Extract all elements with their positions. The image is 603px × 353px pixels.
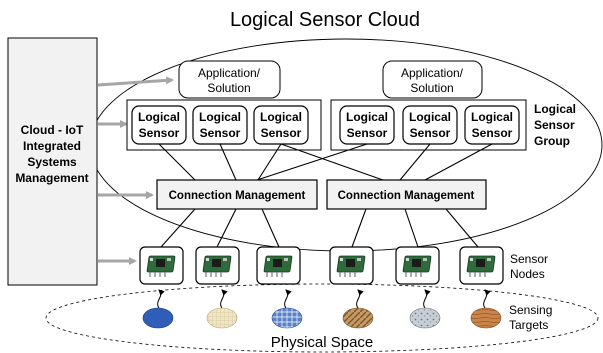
application-label-1a: Application/ [198, 66, 261, 80]
sensor-node-1 [139, 246, 184, 285]
connection-management-label-1: Connection Management [169, 190, 306, 202]
management-label-line-3: Systems [27, 155, 77, 169]
logical-sensor-4-line2: Sensor [347, 126, 388, 140]
logical-sensor-6-line2: Sensor [472, 126, 513, 140]
logical-sensor-1-line1: Logical [138, 110, 180, 124]
physical-space-boundary [45, 283, 599, 353]
sensor-to-cm-links [158, 143, 493, 181]
logical-sensor-4-line1: Logical [346, 110, 388, 124]
sensor-node-2 [195, 246, 240, 285]
logical-sensor-2-line1: Logical [199, 110, 241, 124]
application-solution-box-1 [178, 60, 281, 99]
logical-sensor-5-line1: Logical [409, 110, 451, 124]
logical-sensor-3-line2: Sensor [261, 126, 302, 140]
sensing-targets-label-line-1: Sensing [509, 303, 552, 317]
target-to-node-arrows [157, 289, 491, 309]
logical-sensor-1-line2: Sensor [139, 126, 180, 140]
cm-to-node-links [160, 208, 479, 248]
logical-sensor-2-line2: Sensor [200, 126, 241, 140]
iot-management-box [7, 37, 98, 286]
sensor-node-4 [329, 246, 374, 285]
connection-management-label-2: Connection Management [338, 190, 475, 202]
sensing-target-4 [342, 307, 374, 329]
group-label-line-1: Logical [534, 102, 576, 116]
group-label-line-3: Group [534, 134, 570, 148]
application-label-2b: Solution [410, 81, 453, 95]
physical-space-label: Physical Space [271, 334, 374, 351]
sensor-node-5 [395, 246, 440, 285]
sensor-nodes-label-line-2: Nodes [510, 267, 545, 281]
sensor-node-6 [459, 246, 504, 285]
diagram-title: Logical Sensor Cloud [230, 9, 420, 31]
sensing-targets-label-line-2: Targets [509, 318, 548, 332]
logical-sensor-5-line2: Sensor [410, 126, 451, 140]
management-label-line-4: Management [15, 171, 88, 185]
sensing-target-3 [271, 307, 303, 329]
management-label-line-2: Integrated [23, 139, 81, 153]
mgmt-arrow-application [97, 76, 174, 87]
logical-sensor-6-line1: Logical [471, 110, 513, 124]
sensing-target-2 [206, 307, 238, 329]
application-solution-box-2 [382, 60, 483, 99]
application-label-1b: Solution [207, 81, 250, 95]
logical-sensor-3-line1: Logical [260, 110, 302, 124]
sensor-nodes-label-line-1: Sensor [510, 252, 548, 266]
sensing-target-1 [142, 307, 174, 329]
management-label-line-1: Cloud - IoT [21, 123, 84, 137]
sensing-target-6 [470, 307, 502, 329]
sensing-target-5 [409, 307, 441, 329]
application-label-2a: Application/ [401, 66, 464, 80]
connection-management-box-2 [326, 179, 487, 210]
sensor-node-3 [256, 246, 301, 285]
connection-management-box-1 [156, 179, 318, 210]
group-label-line-2: Sensor [534, 118, 575, 132]
